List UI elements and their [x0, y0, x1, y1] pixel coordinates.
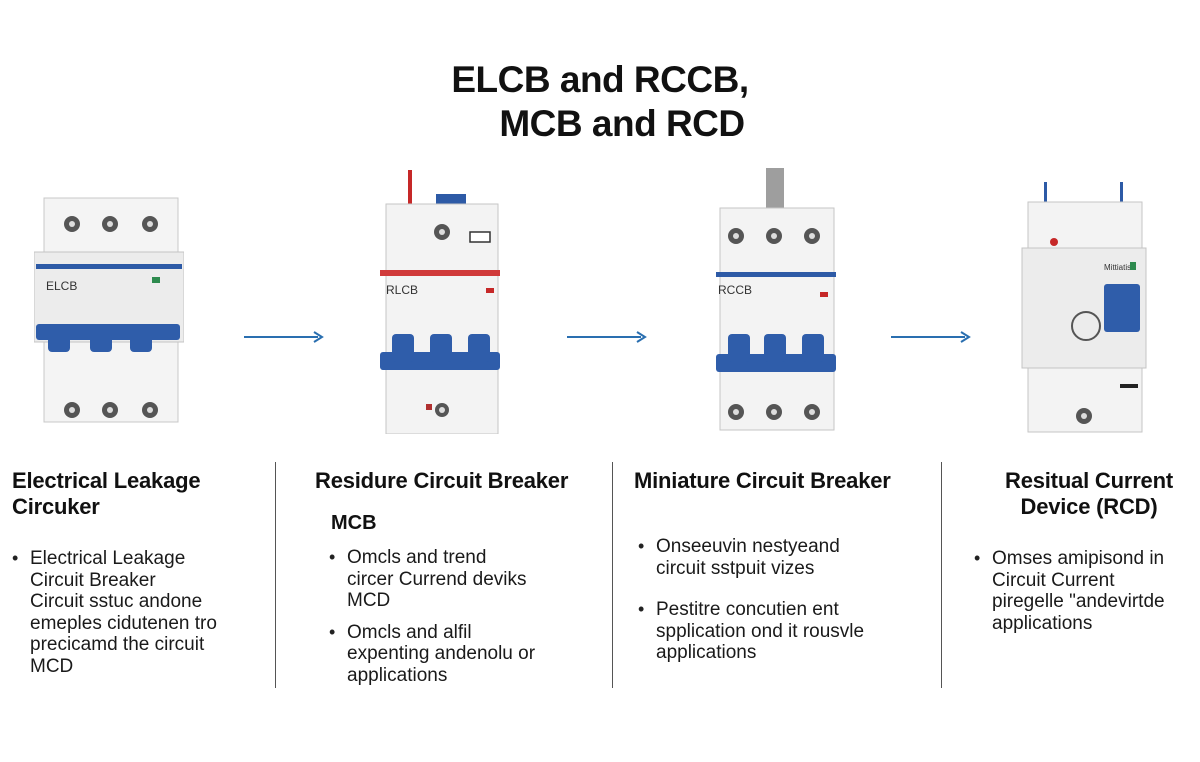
mcb-device-image: RCCB [716, 168, 836, 431]
bullet-list: Electrical Leakage Circuit Breaker Circu… [12, 548, 262, 677]
column-heading: Residure Circuit Breaker [315, 468, 569, 493]
list-item: Omses amipisond in Circuit Current pireg… [974, 548, 1194, 634]
title-line-1: ELCB and RCCB, [451, 59, 749, 100]
rccb-device-image: RLCB [380, 170, 500, 434]
test-button-icon [1071, 311, 1101, 341]
device-label: RLCB [386, 283, 418, 297]
column-heading: Miniature Circuit Breaker [634, 468, 891, 493]
right-arrow-icon [244, 331, 324, 343]
bullet-list: Omcls and trend circer Currend deviks MC… [329, 547, 605, 686]
title-line-2: MCB and RCD [499, 103, 745, 144]
list-item: Pestitre concutien ent spplication ond i… [638, 599, 934, 664]
rccb-description: Residure Circuit Breaker MCB Omcls and t… [315, 468, 605, 686]
page-title: ELCB and RCCB, MCB and RCD [0, 58, 1200, 146]
column-divider [275, 462, 276, 688]
column-divider [941, 462, 942, 688]
column-divider [612, 462, 613, 688]
list-item: Electrical Leakage Circuit Breaker Circu… [12, 548, 262, 677]
device-label: Mittiatis [1104, 263, 1131, 272]
device-label: RCCB [718, 283, 752, 297]
list-item: Omcls and alfil expenting andenolu or ap… [329, 622, 605, 687]
elcb-device-image: ELCB [34, 197, 184, 423]
bullet-list: Onseeuvin nestyeand circuit sstpuit vize… [638, 536, 934, 664]
list-item: Omcls and trend circer Currend deviks MC… [329, 547, 605, 612]
bullet-list: Omses amipisond in Circuit Current pireg… [974, 548, 1194, 634]
mcb-description: Miniature Circuit Breaker Onseeuvin nest… [634, 468, 934, 664]
device-label: ELCB [46, 279, 77, 293]
rcd-device-image: Mittiatis [1021, 182, 1147, 433]
right-arrow-icon [567, 331, 647, 343]
list-item: Onseeuvin nestyeand circuit sstpuit vize… [638, 536, 934, 579]
column-subheading: MCB [331, 512, 377, 534]
right-arrow-icon [891, 331, 971, 343]
